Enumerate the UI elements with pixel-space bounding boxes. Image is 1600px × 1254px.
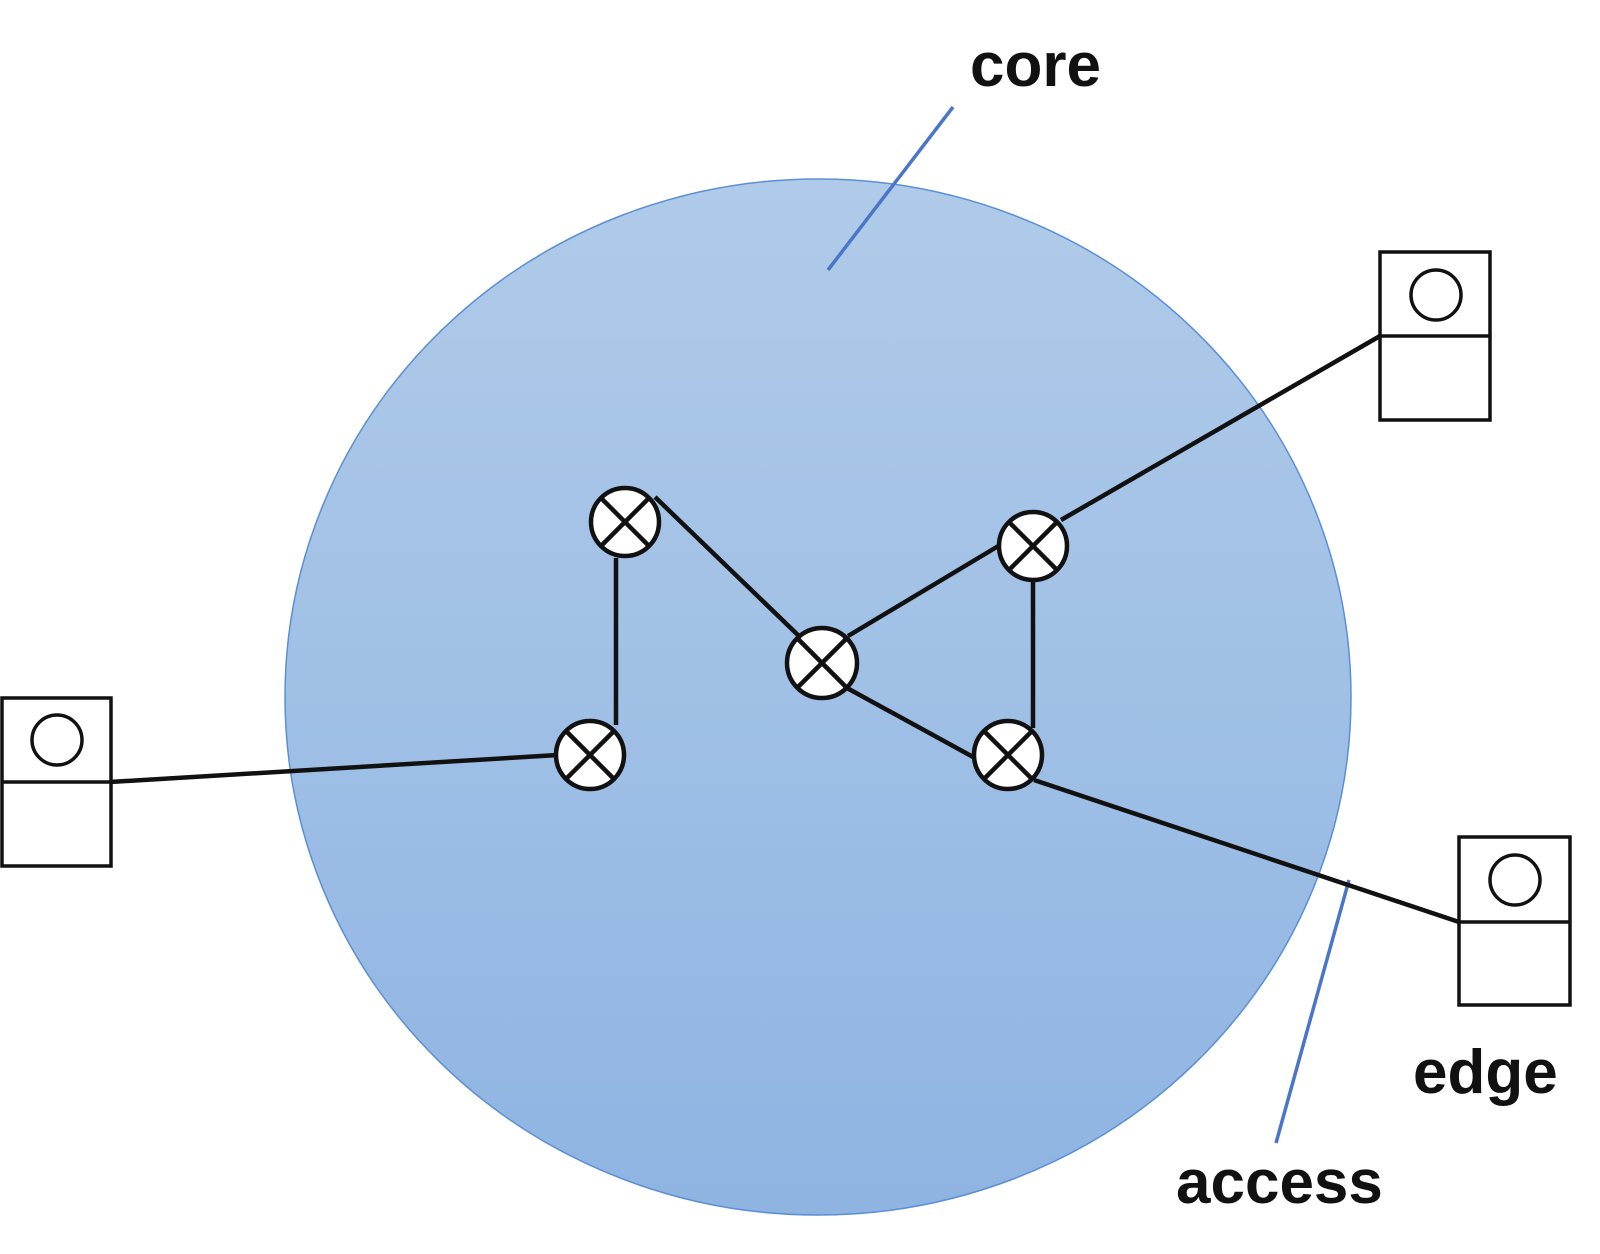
router-c-icon bbox=[784, 625, 860, 701]
bottom-right-host-icon bbox=[1457, 835, 1572, 1007]
router-icon bbox=[553, 485, 1070, 792]
link-router-d-to-top-right-host bbox=[1059, 334, 1382, 522]
link-router-b-to-router-c bbox=[653, 495, 802, 639]
router-a-icon bbox=[553, 718, 627, 792]
host-icon bbox=[0, 250, 1572, 1007]
edge-label: edge bbox=[1413, 1038, 1558, 1107]
router-b-icon bbox=[588, 485, 662, 559]
top-right-host-icon bbox=[1378, 250, 1492, 422]
access-leader-line bbox=[1274, 879, 1351, 1144]
link-router-e-to-bottom-right-host bbox=[1033, 777, 1460, 925]
router-e-icon bbox=[971, 718, 1045, 792]
links bbox=[109, 334, 1460, 925]
access-label: access bbox=[1176, 1148, 1383, 1217]
router-d-icon bbox=[996, 509, 1070, 583]
core-label: core bbox=[970, 31, 1101, 100]
core-leader-line bbox=[826, 105, 955, 272]
link-router-c-to-router-d bbox=[846, 543, 1002, 638]
link-router-c-to-router-e bbox=[845, 686, 977, 760]
left-host-icon bbox=[0, 696, 113, 868]
link-left-host-to-router-a bbox=[109, 752, 559, 785]
